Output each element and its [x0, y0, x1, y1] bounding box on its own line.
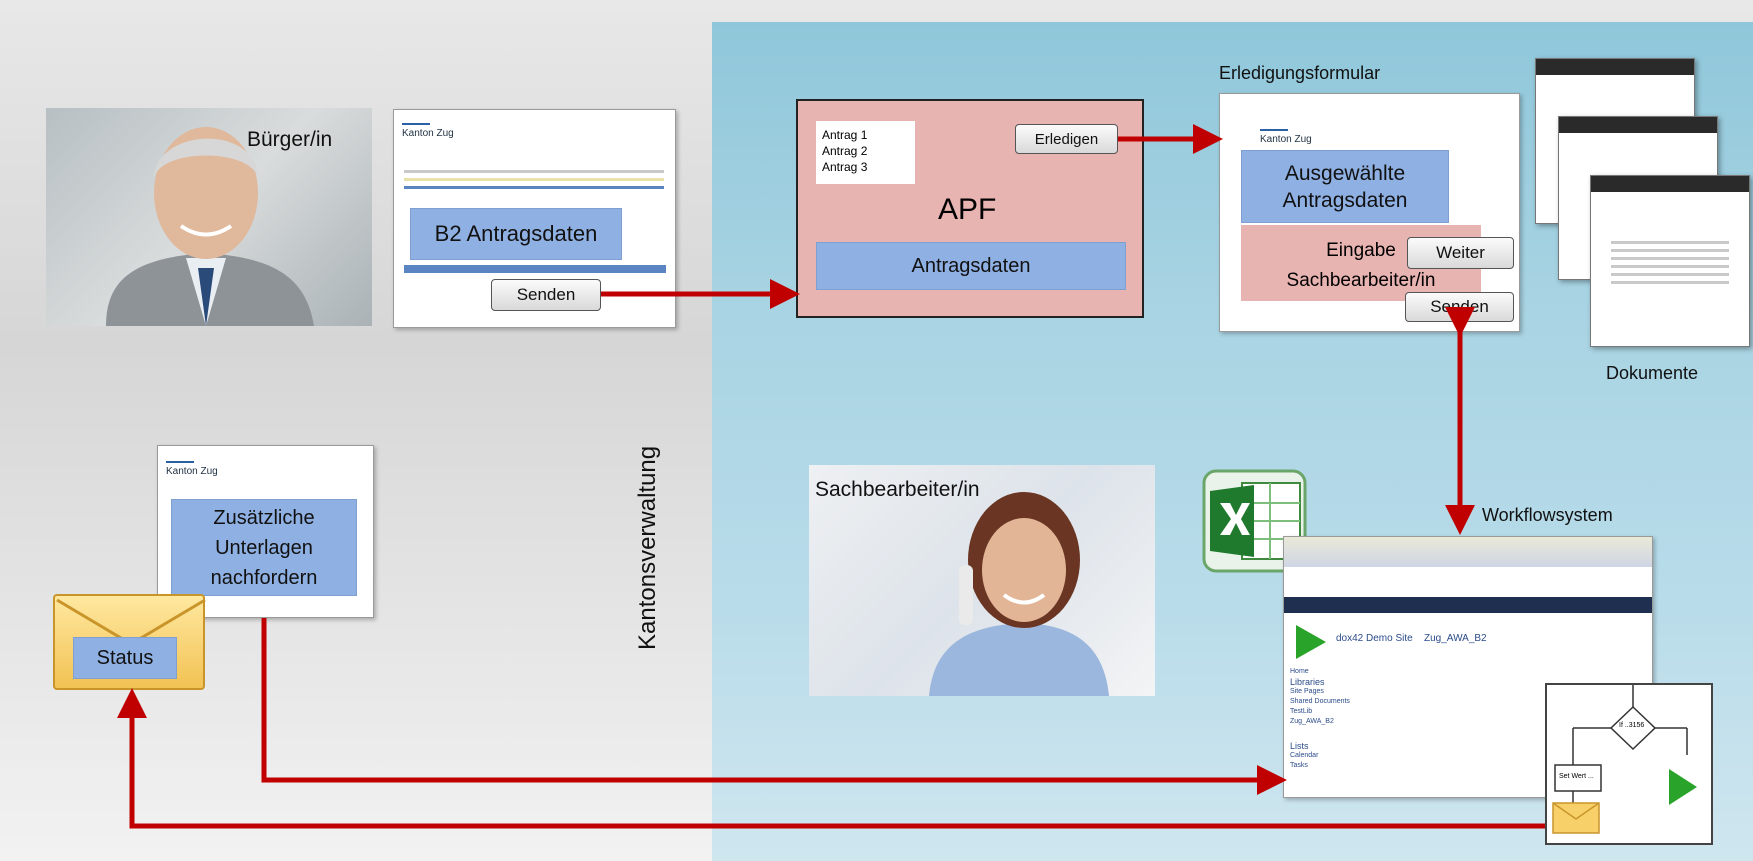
workflowsystem-label: Workflowsystem	[1482, 505, 1613, 525]
antrag-item[interactable]: Antrag 2	[822, 144, 868, 158]
sidebar-item[interactable]: Libraries	[1290, 677, 1325, 687]
sidebar-item[interactable]: Calendar	[1290, 752, 1319, 759]
antrag-item[interactable]: Antrag 1	[822, 128, 868, 142]
citizen-antragsdaten-box: B2 Antragsdaten	[410, 208, 622, 260]
site-breadcrumb[interactable]: Zug_AWA_B2	[1424, 633, 1487, 644]
sidebar-item[interactable]: Shared Documents	[1290, 698, 1350, 705]
flow-node: Set Wert ...	[1559, 773, 1594, 780]
workflow-flowchart: If ..3156 Set Wert ...	[1545, 683, 1713, 845]
document-3	[1590, 175, 1750, 347]
zusaetzliche-unterlagen-box: Zusätzliche Unterlagen nachfordern	[171, 499, 357, 596]
citizen-label: Bürger/in	[247, 128, 333, 151]
eingabe-sachbearbeiter-text: Eingabe Sachbearbeiter/in	[1286, 240, 1436, 291]
erledigen-button[interactable]: Erledigen	[1015, 124, 1118, 154]
apf-title: APF	[938, 193, 997, 226]
document-text-lines	[1611, 236, 1729, 289]
form-section-bar	[404, 265, 666, 273]
apf-antragsdaten-box: Antragsdaten	[816, 242, 1126, 290]
site-title[interactable]: dox42 Demo Site	[1336, 633, 1413, 644]
sachbearbeiter-label: Sachbearbeiter/in	[815, 478, 980, 501]
weiter-button[interactable]: Weiter	[1407, 237, 1514, 269]
sharepoint-ribbon	[1284, 597, 1652, 613]
document-titlebar	[1559, 117, 1717, 133]
citizen-photo	[46, 108, 372, 326]
sidebar-item[interactable]: Lists	[1290, 741, 1309, 751]
form-header: Kanton Zug	[1260, 129, 1312, 145]
apf-antrag-list: Antrag 1 Antrag 2 Antrag 3	[816, 121, 915, 184]
sidebar-item[interactable]: Tasks	[1290, 762, 1308, 769]
workflow-play-icon	[1294, 623, 1328, 666]
citizen-send-button[interactable]: Senden	[491, 279, 601, 311]
antrag-item[interactable]: Antrag 3	[822, 160, 868, 174]
sidebar-item[interactable]: Zug_AWA_B2	[1290, 718, 1334, 725]
excel-icon	[1202, 469, 1307, 573]
erledigungsformular-label: Erledigungsformular	[1219, 63, 1381, 83]
kantonsverwaltung-label: Kantonsverwaltung	[634, 445, 661, 650]
form-placeholder-lines	[404, 165, 664, 194]
sidebar-item[interactable]: TestLib	[1290, 708, 1313, 715]
browser-titlebar	[1284, 537, 1652, 567]
form-header: Kanton Zug	[402, 123, 454, 139]
form-header: Kanton Zug	[166, 461, 218, 477]
status-box: Status	[73, 637, 177, 679]
man-portrait-icon	[106, 127, 314, 326]
ausgewaehlte-antragsdaten-box: Ausgewählte Antragsdaten	[1241, 150, 1449, 223]
sidebar-item[interactable]: Home	[1290, 668, 1309, 675]
workflow-sidebar: Home Libraries Site Pages Shared Documen…	[1290, 667, 1350, 771]
document-titlebar	[1591, 176, 1749, 192]
flow-condition: If ..3156	[1619, 722, 1645, 729]
dokumente-label: Dokumente	[1606, 363, 1699, 383]
document-titlebar	[1536, 59, 1694, 75]
erledigung-send-button[interactable]: Senden	[1405, 292, 1514, 322]
sidebar-item[interactable]: Site Pages	[1290, 688, 1324, 695]
